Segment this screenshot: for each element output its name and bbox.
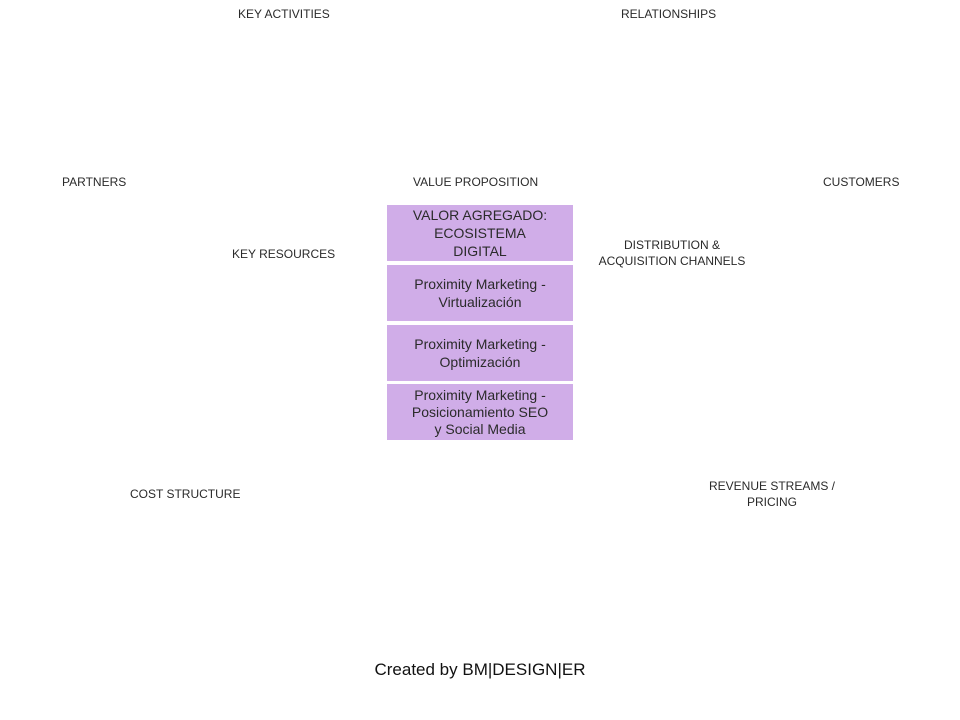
key-activities-label: KEY ACTIVITIES — [238, 7, 330, 21]
key-resources-label: KEY RESOURCES — [232, 247, 336, 261]
value-card-valor-agregado: VALOR AGREGADO: ECOSISTEMA DIGITAL — [387, 205, 573, 261]
relationships-label: RELATIONSHIPS — [621, 7, 717, 21]
customers-label: CUSTOMERS — [823, 175, 900, 189]
cost-structure-label: COST STRUCTURE — [130, 487, 241, 501]
distribution-channels-label: DISTRIBUTION & ACQUISITION CHANNELS — [598, 238, 746, 268]
footer-credit: Created by BM|DESIGN|ER — [374, 660, 586, 679]
partners-label: PARTNERS — [62, 175, 127, 189]
revenue-streams-label: REVENUE STREAMS / PRICING — [708, 479, 836, 509]
value-card-virtualizacion: Proximity Marketing - Virtualización — [387, 265, 573, 321]
value-card-seo-social-media: Proximity Marketing - Posicionamiento SE… — [387, 384, 573, 440]
value-card-optimizacion: Proximity Marketing - Optimización — [387, 325, 573, 381]
value-proposition-label: VALUE PROPOSITION — [413, 175, 539, 189]
